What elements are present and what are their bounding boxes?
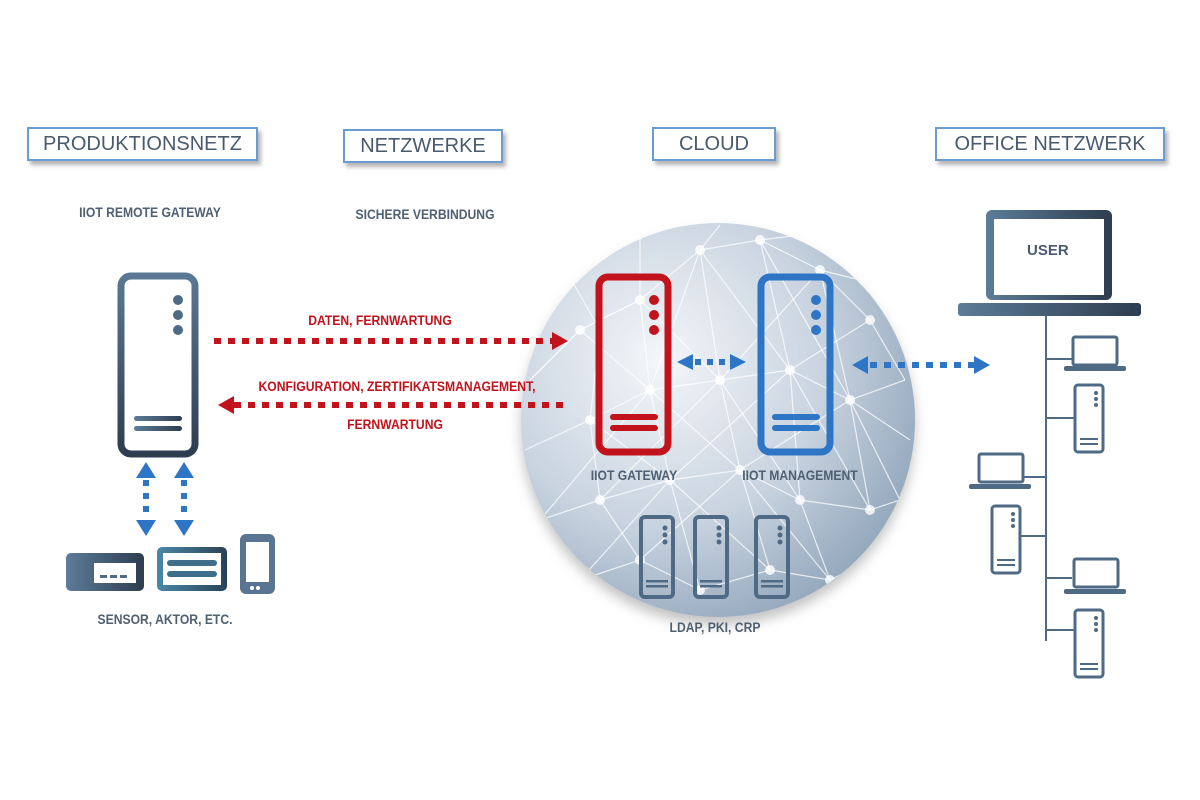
section-header-label: OFFICE NETZWERK [954, 132, 1146, 155]
cloud-globe [521, 223, 915, 617]
office-network-backbone [1021, 316, 1074, 641]
gateway-management-arrow [677, 354, 746, 370]
ldap-server-icon [639, 515, 675, 599]
office-server-icon [990, 504, 1022, 575]
subtitle-secure-connection: SICHERE VERBINDUNG [355, 207, 495, 222]
remote-gateway-server-icon [117, 272, 199, 458]
section-header-netzwerke: NETZWERKE [343, 129, 503, 163]
office-laptop-icon [969, 452, 1031, 489]
section-header-cloud: CLOUD [652, 127, 776, 161]
office-laptop-icon [1064, 335, 1126, 371]
office-server-icon [1073, 608, 1105, 679]
sensor-device-icon [66, 553, 144, 591]
field-link-arrow-2 [174, 462, 194, 536]
section-header-label: NETZWERKE [360, 134, 486, 157]
upstream-arrow [214, 332, 568, 350]
section-header-label: PRODUKTIONSNETZ [43, 132, 242, 155]
subtitle-remote-gateway: IIOT REMOTE GATEWAY [79, 205, 221, 220]
office-laptop-icon [1064, 557, 1126, 594]
office-server-icon [1073, 383, 1105, 454]
field-devices-label: SENSOR, AKTOR, ETC. [97, 612, 233, 627]
upstream-label: DATEN, FERNWARTUNG [308, 313, 452, 328]
downstream-label-line2: FERNWARTUNG [347, 417, 443, 432]
iiot-gateway-label: IIOT GATEWAY [590, 468, 678, 483]
section-header-label: CLOUD [678, 132, 749, 155]
iiot-management-label: IIOT MANAGEMENT [742, 468, 858, 483]
crp-server-icon [754, 515, 790, 599]
iiot-gateway-server-icon [595, 273, 672, 456]
cloud-services-label: LDAP, PKI, CRP [669, 620, 761, 635]
management-office-arrow [852, 356, 990, 374]
pki-server-icon [693, 515, 729, 599]
field-link-arrow-1 [136, 462, 156, 536]
actuator-device-icon [157, 547, 227, 591]
user-label: USER [1027, 242, 1069, 259]
iiot-management-server-icon [757, 273, 834, 456]
downstream-arrow [218, 396, 566, 414]
section-header-produktionsnetz: PRODUKTIONSNETZ [27, 127, 258, 161]
downstream-label-line1: KONFIGURATION, ZERTIFIKATSMANAGEMENT, [258, 379, 536, 394]
section-header-office: OFFICE NETZWERK [935, 127, 1165, 161]
mobile-device-icon [240, 534, 275, 594]
user-laptop-icon [958, 210, 1141, 316]
